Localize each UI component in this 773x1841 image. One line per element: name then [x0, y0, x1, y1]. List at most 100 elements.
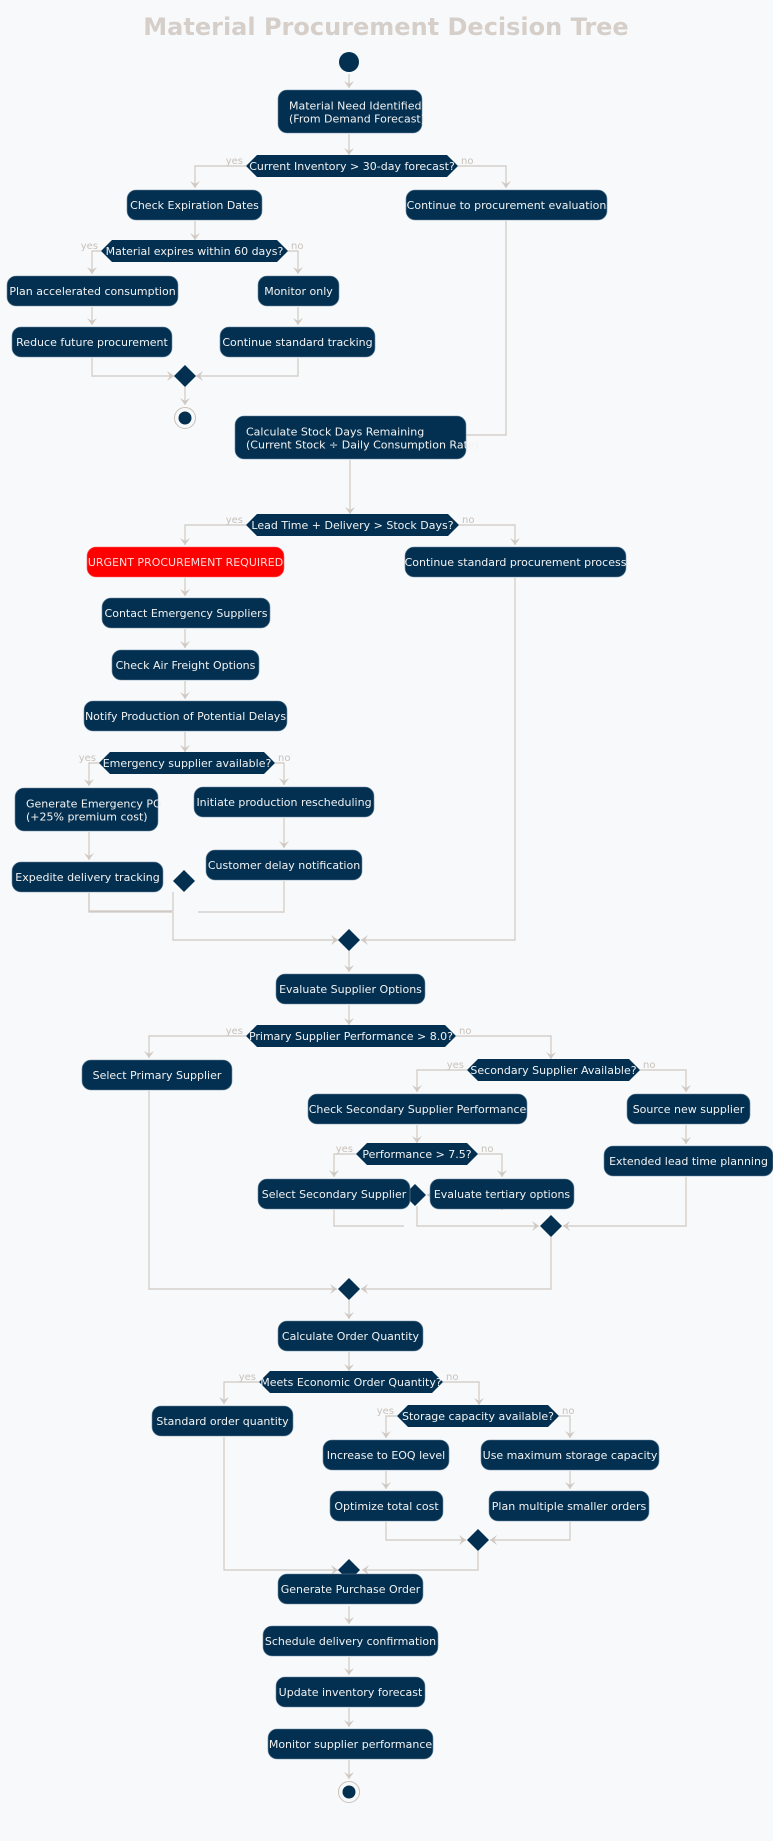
action-node-n2 [126, 189, 263, 221]
action-node-n4 [6, 275, 179, 307]
action-node-n22 [603, 1145, 773, 1177]
edge-n31-n32-arrowhead [344, 1617, 354, 1624]
edge-n2-d2-arrowhead [190, 233, 200, 240]
edge-d7-no-arrowhead [497, 1170, 507, 1177]
edge-d1-yes-arrowhead [190, 181, 200, 188]
edge-d6-yes-arrowhead [412, 1085, 422, 1092]
edge-n13-d4-arrowhead [180, 745, 190, 752]
edge-n7-m1 [196, 358, 299, 377]
decision-node-d6 [467, 1059, 640, 1081]
edge-n4-n5-arrowhead [87, 318, 97, 325]
yes-label-d2: yes [81, 241, 98, 252]
action-label-n14-line2: (+25% premium cost) [26, 811, 148, 824]
edge-n17-m2 [198, 881, 285, 913]
no-label-d7: no [481, 1144, 493, 1155]
decision-label-d9: Storage capacity available? [402, 1410, 554, 1423]
edge-n22-m5 [563, 1177, 687, 1227]
action-label-n20: Check Secondary Supplier Performance [309, 1103, 527, 1116]
end-node-inventory-branch-dot [178, 411, 192, 425]
edge-n32-n33-arrowhead [344, 1668, 354, 1675]
edge-d3-yes [184, 524, 246, 545]
action-label-n10: Continue standard procurement process [405, 556, 627, 569]
action-node-n19 [81, 1059, 233, 1091]
edge-n19-m6-arrowhead [330, 1284, 337, 1294]
edge-n30-m7 [490, 1522, 571, 1541]
merge-diamond-m3 [338, 929, 360, 951]
edge-m5-m6 [361, 1237, 552, 1290]
merge-diamond-m2 [173, 870, 195, 892]
action-node-n5 [11, 326, 173, 358]
decision-label-d3: Lead Time + Delivery > Stock Days? [251, 519, 453, 532]
edge-d5-no-arrowhead [546, 1052, 556, 1059]
yes-label-d3: yes [226, 515, 243, 526]
edge-d3-no-arrowhead [510, 538, 520, 545]
decision-label-d8: Meets Economic Order Quantity? [260, 1376, 442, 1389]
edge-n23-m4 [333, 1210, 404, 1227]
edge-d9-no-arrowhead [565, 1431, 575, 1438]
action-label-n30: Plan multiple smaller orders [492, 1500, 647, 1513]
action-node-n28 [329, 1490, 444, 1522]
merge-diamond-m5 [540, 1215, 562, 1237]
edge-n26-m8 [223, 1437, 338, 1571]
edge-m3-n18-arrowhead [344, 965, 354, 972]
edge-d1-yes [194, 165, 246, 188]
edge-n25-d8-arrowhead [344, 1364, 354, 1371]
end-node-final [338, 1781, 360, 1803]
edge-d4-yes-arrowhead [84, 779, 94, 786]
action-label-n26: Standard order quantity [156, 1415, 289, 1428]
action-label-n4: Plan accelerated consumption [9, 285, 175, 298]
edge-d9-yes [385, 1415, 397, 1438]
action-label-n16: Initiate production rescheduling [196, 796, 371, 809]
action-label-n13: Notify Production of Potential Delays [85, 710, 286, 723]
action-node-n18 [275, 973, 426, 1005]
action-node-n33 [275, 1676, 426, 1708]
action-node-n21 [626, 1093, 751, 1125]
edge-n14-n15-arrowhead [84, 853, 94, 860]
edge-d7-yes-arrowhead [329, 1170, 339, 1177]
edge-n10-m3 [361, 578, 516, 941]
decision-label-d4: Emergency supplier available? [103, 757, 272, 770]
edge-n22-m5-arrowhead [563, 1221, 570, 1231]
edge-n33-n34-arrowhead [344, 1720, 354, 1727]
edge-n19-m6 [148, 1091, 337, 1290]
action-label-n2: Check Expiration Dates [130, 199, 259, 212]
no-label-d5: no [459, 1026, 471, 1037]
edge-n1-d1-arrowhead [344, 148, 354, 155]
action-label-n8-line1: Calculate Stock Days Remaining [246, 426, 424, 439]
action-label-n24: Evaluate tertiary options [434, 1188, 571, 1201]
edge-n20-d7-arrowhead [412, 1136, 422, 1143]
action-node-n8 [234, 415, 467, 460]
edge-m5-m6-arrowhead [361, 1284, 368, 1294]
diagram-title: Material Procurement Decision Tree [143, 13, 628, 41]
edge-d2-yes-arrowhead [87, 267, 97, 274]
edge-n7-m1-arrowhead [196, 371, 203, 381]
action-node-n25 [277, 1320, 424, 1352]
action-label-n8-line2: (Current Stock ÷ Daily Consumption Rate) [246, 439, 479, 452]
action-label-n9: URGENT PROCUREMENT REQUIRED [88, 556, 283, 569]
action-node-n15 [11, 861, 164, 893]
edge-d1-no-arrowhead [501, 181, 511, 188]
action-node-n17 [205, 849, 363, 881]
action-node-n3 [405, 189, 608, 221]
action-node-n7 [219, 326, 376, 358]
action-node-n11 [101, 597, 271, 629]
edge-m7-m8 [362, 1551, 479, 1571]
action-node-n24 [429, 1178, 575, 1210]
edge-n28-m7 [385, 1522, 466, 1541]
edge-d2-no-arrowhead [293, 267, 303, 274]
action-label-n34: Monitor supplier performance [269, 1738, 433, 1751]
action-label-n14-line1: Generate Emergency PO [26, 798, 162, 811]
yes-label-d8: yes [239, 1372, 256, 1383]
no-label-d3: no [462, 515, 474, 526]
decision-node-d1 [246, 155, 458, 177]
edge-n34-end-arrowhead [344, 1772, 354, 1779]
edge-m2-m3 [172, 912, 338, 941]
edge-d3-yes-arrowhead [180, 538, 190, 545]
no-label-d8: no [446, 1372, 458, 1383]
no-label-d2: no [291, 241, 303, 252]
action-label-n33: Update inventory forecast [279, 1686, 423, 1699]
no-label-d4: no [278, 753, 290, 764]
decision-label-d1: Current Inventory > 30-day forecast? [249, 160, 455, 173]
action-label-n19: Select Primary Supplier [93, 1069, 222, 1082]
